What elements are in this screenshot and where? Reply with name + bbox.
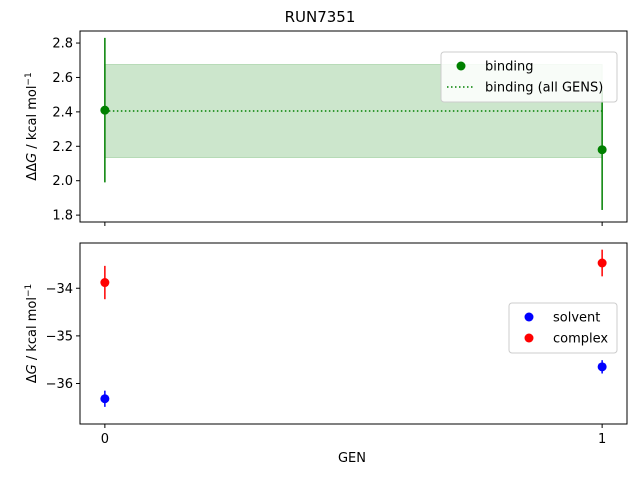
y-tick-label: 2.6 xyxy=(52,71,73,86)
y-tick-label: −36 xyxy=(46,377,73,392)
x-tick-label: 1 xyxy=(598,432,606,447)
legend: binding binding (all GENS) xyxy=(440,51,618,103)
y-tick-label: 2.2 xyxy=(52,140,73,155)
y-tick-label: −34 xyxy=(46,282,73,297)
axes-frame xyxy=(79,242,628,425)
complex-legend-marker xyxy=(524,333,534,343)
legend: solvent complex xyxy=(508,302,618,354)
axes-frame xyxy=(79,30,628,223)
chart-title: RUN7351 xyxy=(285,8,356,26)
binding-point xyxy=(100,105,110,115)
legend-label: complex xyxy=(553,332,608,347)
y-tick-label: 2.4 xyxy=(52,105,73,120)
y-axis-label: ΔG / kcal mol−1 xyxy=(24,284,40,384)
legend-label: binding (all GENS) xyxy=(485,81,603,96)
y-tick-label: −35 xyxy=(46,329,73,344)
solvent-legend-marker xyxy=(524,312,534,322)
legend-label: solvent xyxy=(553,311,600,326)
y-tick-label: 1.8 xyxy=(52,209,73,224)
binding-point xyxy=(597,145,607,155)
legend-label: binding xyxy=(485,60,533,75)
solvent-point xyxy=(597,362,607,372)
solvent-point xyxy=(100,394,110,404)
y-tick-label: 2.0 xyxy=(52,174,73,189)
complex-point xyxy=(597,258,607,268)
y-axis-label: ΔΔG / kcal mol−1 xyxy=(24,72,40,180)
complex-point xyxy=(100,278,110,288)
legend-box xyxy=(440,51,618,103)
x-tick-label: 0 xyxy=(101,432,109,447)
y-tick-label: 2.8 xyxy=(52,37,73,52)
x-axis-label: GEN xyxy=(338,451,366,466)
bottom-panel: −34 −35 −36 0 1 ΔG / kcal mol−1 solvent complex xyxy=(24,242,628,447)
legend-box xyxy=(508,302,618,354)
binding-legend-marker xyxy=(456,61,466,71)
